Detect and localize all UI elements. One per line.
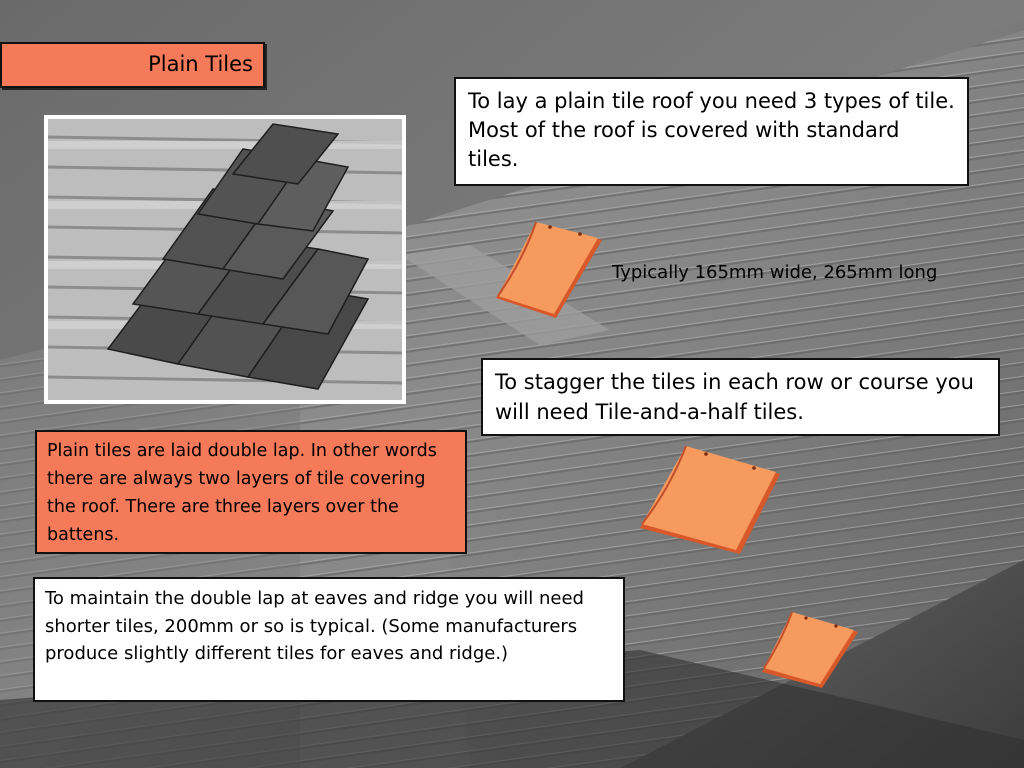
double-lap-text-box: Plain tiles are laid double lap. In othe… (35, 430, 467, 554)
plain-tile-icon (496, 221, 602, 318)
stacked-tiles-photo-image (48, 119, 402, 400)
double-lap-text: Plain tiles are laid double lap. In othe… (47, 441, 437, 545)
tile-size-label: Typically 165mm wide, 265mm long (612, 262, 938, 283)
stacked-tiles-photo (44, 115, 406, 404)
eaves-tile-icon (762, 611, 858, 688)
intro-text-box: To lay a plain tile roof you need 3 type… (454, 77, 969, 186)
tile-and-a-half-icon (640, 445, 780, 554)
stagger-text-box: To stagger the tiles in each row or cour… (481, 358, 1000, 436)
eaves-ridge-text: To maintain the double lap at eaves and … (45, 588, 584, 664)
stagger-text: To stagger the tiles in each row or cour… (495, 370, 974, 424)
slide-title: Plain Tiles (0, 42, 265, 88)
intro-text: To lay a plain tile roof you need 3 type… (468, 89, 955, 171)
slide-title-text: Plain Tiles (148, 52, 253, 76)
eaves-ridge-text-box: To maintain the double lap at eaves and … (33, 577, 625, 702)
